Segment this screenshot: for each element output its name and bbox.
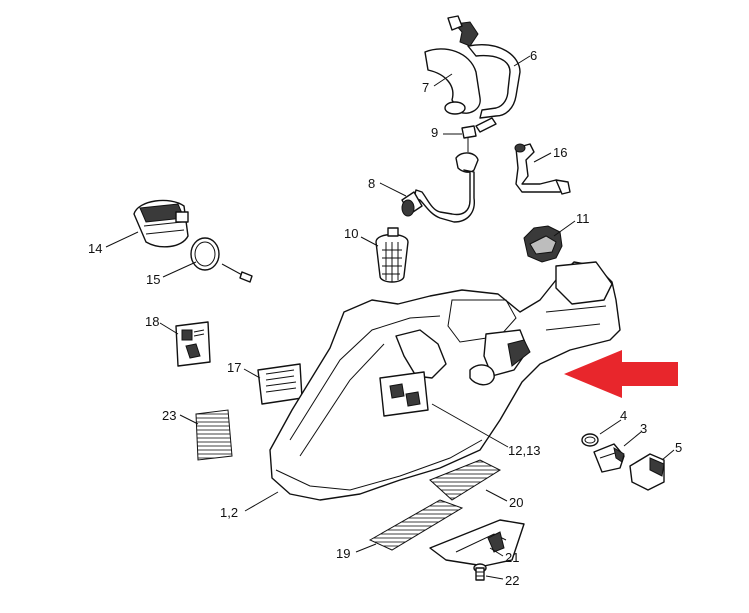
callout-18: 18 — [145, 314, 159, 329]
part-buffer-11 — [523, 225, 563, 263]
part-label-23 — [195, 409, 233, 461]
callout-19: 19 — [336, 546, 350, 561]
callout-23: 23 — [162, 408, 176, 423]
callout-17: 17 — [227, 360, 241, 375]
callout-labels: 1,2 3 4 5 6 7 8 9 10 11 12,13 14 15 16 1… — [88, 48, 682, 588]
part-label-18 — [175, 321, 211, 367]
callout-6: 6 — [530, 48, 537, 63]
callout-5: 5 — [675, 440, 682, 455]
part-screw-22 — [473, 563, 487, 581]
callout-16: 16 — [553, 145, 567, 160]
callout-12-13: 12,13 — [508, 443, 541, 458]
part-tube-16 — [514, 143, 571, 195]
callout-4: 4 — [620, 408, 627, 423]
part-fitting-9 — [461, 117, 497, 152]
callout-3: 3 — [640, 421, 647, 436]
callout-11: 11 — [576, 211, 590, 226]
callout-10: 10 — [344, 226, 358, 241]
part-plug-3 — [593, 443, 625, 473]
part-oring-15 — [190, 237, 253, 283]
part-housing-1-2 — [269, 261, 621, 501]
callout-9: 9 — [431, 125, 438, 140]
part-hose-6-7 — [424, 15, 521, 119]
callout-20: 20 — [509, 495, 523, 510]
part-suction-hose-8 — [401, 152, 479, 223]
part-strip-19 — [368, 499, 464, 551]
part-cap-5 — [629, 453, 665, 491]
callout-14: 14 — [88, 241, 102, 256]
part-oil-pump-14 — [133, 199, 189, 248]
callout-15: 15 — [146, 272, 160, 287]
part-filter-10 — [375, 227, 409, 283]
leader-lines — [105, 55, 675, 580]
pointer-arrow — [564, 350, 678, 398]
part-strip-20 — [429, 459, 502, 501]
callout-7: 7 — [422, 80, 429, 95]
callout-8: 8 — [368, 176, 375, 191]
part-label-17 — [257, 363, 303, 405]
callout-22: 22 — [505, 573, 519, 588]
callout-1-2: 1,2 — [220, 505, 238, 520]
callout-21: 21 — [505, 550, 519, 565]
part-oring-4 — [581, 433, 599, 447]
